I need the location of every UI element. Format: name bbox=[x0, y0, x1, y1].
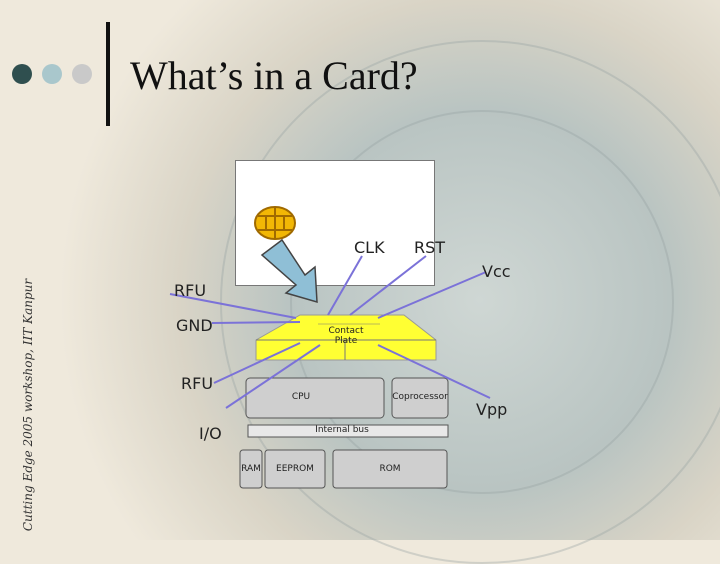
ram-label: RAM bbox=[241, 464, 261, 474]
label-vpp: Vpp bbox=[476, 400, 508, 419]
bullet-dot-light bbox=[42, 64, 62, 84]
ram-box bbox=[239, 449, 263, 489]
label-rfu-bottom: RFU bbox=[181, 374, 214, 393]
internal-bus-label: Internal bus bbox=[315, 425, 369, 435]
pointer-lines bbox=[169, 255, 491, 409]
insert-arrow-icon bbox=[260, 238, 318, 304]
internal-bus bbox=[247, 424, 449, 438]
label-clk: CLK bbox=[354, 238, 385, 257]
cpu-box bbox=[245, 377, 385, 419]
label-gnd: GND bbox=[176, 316, 213, 335]
label-rfu-top: RFU bbox=[174, 281, 207, 300]
chip-icon bbox=[254, 206, 296, 240]
eeprom-box bbox=[264, 449, 326, 489]
eeprom-label: EEPROM bbox=[276, 464, 314, 474]
background-ring bbox=[290, 110, 674, 494]
label-io: I/O bbox=[199, 424, 222, 443]
slide-title: What’s in a Card? bbox=[130, 53, 418, 98]
coprocessor-box bbox=[391, 377, 449, 419]
label-rst: RST bbox=[414, 238, 446, 257]
rom-label: ROM bbox=[379, 464, 401, 474]
bullet-dot-gray bbox=[72, 64, 92, 84]
contact-plate-label: Contact Plate bbox=[328, 326, 364, 346]
card-diagram bbox=[169, 206, 491, 489]
rom-box bbox=[332, 449, 448, 489]
cpu-label: CPU bbox=[291, 392, 311, 402]
bullet-dot-dark bbox=[12, 64, 32, 84]
title-divider bbox=[106, 22, 110, 126]
coprocessor-label: Coprocessor bbox=[392, 392, 448, 402]
label-vcc: Vcc bbox=[482, 262, 511, 281]
